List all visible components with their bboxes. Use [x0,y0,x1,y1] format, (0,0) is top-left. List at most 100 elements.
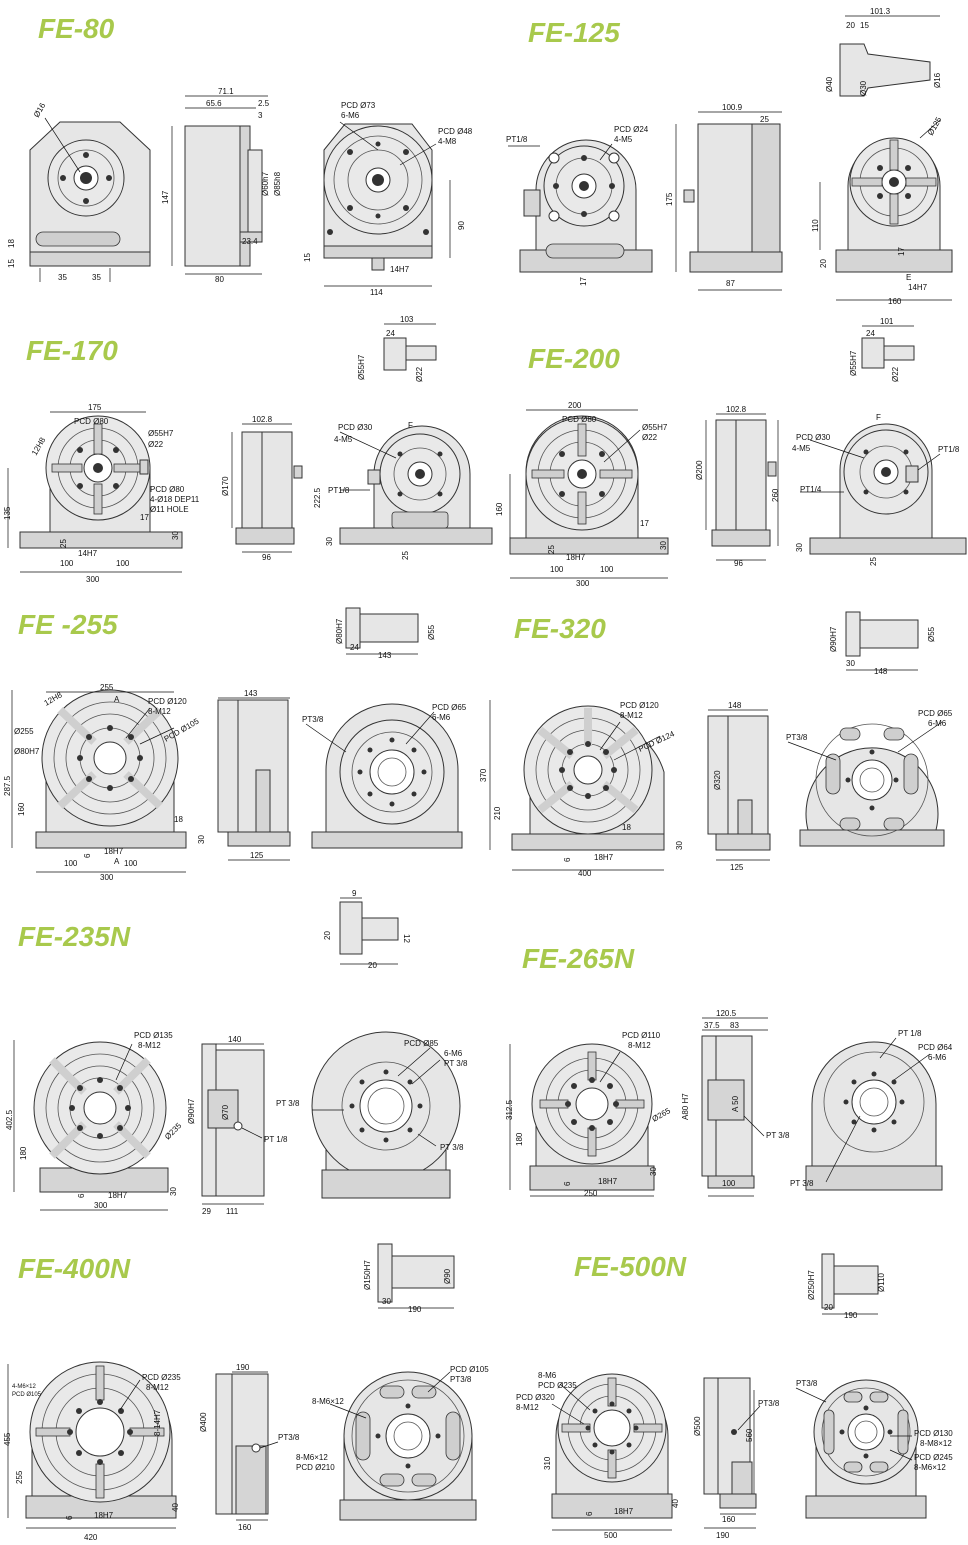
dim-label: 190 [236,1363,250,1372]
dim-label: 8-M6 [538,1371,557,1380]
dim-label: 210 [493,806,502,820]
dim-label: PT3/8 [786,733,808,742]
dim-label: F [876,413,881,422]
dim-label: Ø80H7 [335,618,344,644]
dim-label: Ø30 [859,80,868,96]
dim-label: 20 [846,21,855,30]
dim-label: 71.1 [218,87,234,96]
dim-label: 4-M5 [792,444,811,453]
dim-label: 14H7 [390,265,410,274]
dim-label: 8-M12 [148,707,171,716]
dim-label: 6 [585,1511,594,1516]
dim-label: 30 [659,541,668,550]
dim-label: Ø40 [825,76,834,92]
dim-label: PT3/8 [302,715,324,724]
dim-label: 6 [563,857,572,862]
dim-label: 250 [584,1189,598,1198]
dim-label: 18 [622,823,631,832]
dim-label: 18H7 [104,847,124,856]
dim-label: PT1/8 [506,135,528,144]
dim-label: 30 [197,835,206,844]
dim-label: 102.8 [726,405,747,414]
dim-label: PCD Ø80 [562,415,597,424]
dim-label: 65.6 [206,99,222,108]
dim-label: 4-M5 [614,135,633,144]
dim-label: PCD Ø30 [338,423,373,432]
dim-label: Ø200 [695,460,704,480]
dim-label: A [114,857,120,866]
dim-label: 18H7 [598,1177,618,1186]
dim-label: 4-M6×12 [12,1384,37,1390]
dim-label: PT3/8 [796,1379,818,1388]
dim-label: 148 [728,701,742,710]
dim-label: PT 1/8 [898,1029,922,1038]
dim-label: 100 [64,859,78,868]
dim-label: 143 [378,651,392,660]
dim-label: 180 [19,1146,28,1160]
dim-label: 30 [846,659,855,668]
dim-label: 24 [350,643,359,652]
dim-label: PCD Ø210 [296,1463,335,1472]
dim-label: 100 [124,859,138,868]
dim-label: PCD Ø85 [404,1039,439,1048]
dim-label: A80 H7 [681,1093,690,1120]
dim-label: PCD Ø110 [622,1031,661,1040]
dim-label: Ø80H7 [14,747,40,756]
dim-label: PCD Ø73 [341,101,376,110]
dim-label: 400 [578,869,592,878]
dim-label: 30 [795,543,804,552]
dim-label: PCD Ø65 [432,703,467,712]
dim-label: 30 [649,1167,658,1176]
dim-label: PT1/8 [938,445,960,454]
dim-label: Ø90 [443,1268,452,1284]
dim-label: 370 [479,768,488,782]
dim-label: 40 [671,1499,680,1508]
dim-label: 25 [869,557,878,566]
dim-label: Ø16 [32,101,48,119]
model-title-fe125: FE-125 [528,17,620,48]
model-fe320: FE-320 Ø90H7 Ø55 30 148 PCD Ø120 8-M12 P… [479,611,953,878]
dim-label: 29 [202,1207,211,1216]
dim-label: 15 [7,259,16,268]
dim-label: 8-M6×12 [914,1463,946,1472]
dim-label: PCD Ø120 [148,697,187,706]
dim-label: 6 [83,853,92,858]
dim-label: 148 [874,667,888,676]
dim-label: 25 [547,545,556,554]
model-title-fe235n: FE-235N [18,921,131,952]
dim-label: 140 [228,1035,242,1044]
dim-label: 8-M6×12 [296,1453,328,1462]
dim-label: PCD Ø80 [150,485,185,494]
dim-label: 402.5 [5,1109,14,1130]
dim-label: 9 [352,889,357,898]
dim-label: 18H7 [108,1191,128,1200]
dim-label: Ø55H7 [357,354,366,380]
dim-label: PT3/8 [278,1433,300,1442]
dim-label: 83 [730,1021,739,1030]
dim-label: Ø22 [642,433,658,442]
dim-label: 30 [325,537,334,546]
model-fe255: FE -255 Ø80H7 Ø55 24 143 255 12H8 A Ø255 [3,607,467,882]
dim-label: 12 [402,934,411,943]
dim-label: 80 [215,275,224,284]
dim-label: 17 [640,519,649,528]
dim-label: 18H7 [94,1511,114,1520]
dim-label: 90 [457,221,466,230]
dim-label: 8-M8×12 [920,1439,952,1448]
dim-label: 18 [7,239,16,248]
dim-label: 310 [543,1456,552,1470]
dim-label: F [408,421,413,430]
dim-label: Ø55H7 [849,350,858,376]
dim-label: Ø22 [148,440,164,449]
dim-label: 100 [722,1179,736,1188]
dim-label: 455 [3,1432,12,1446]
dim-label: Ø170 [221,476,230,496]
dim-label: E [906,273,911,282]
dim-label: Ø60h7 [261,171,270,196]
dim-label: 143 [244,689,258,698]
dim-label: 30 [382,1297,391,1306]
dim-label: 160 [888,297,902,306]
dim-label: 6-M6 [341,111,360,120]
dim-label: 190 [716,1531,730,1540]
